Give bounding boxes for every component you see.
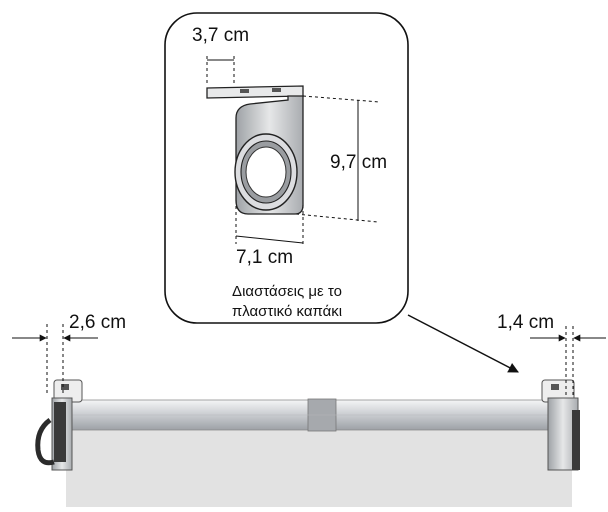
left-bracket — [35, 379, 83, 471]
label-right-offset: 1,4 cm — [497, 312, 555, 333]
dimension-9-7 — [295, 95, 381, 223]
label-bracket-height: 9,7 cm — [330, 152, 388, 173]
label-left-offset: 2,6 cm — [69, 312, 127, 333]
dimension-1-4 — [530, 326, 606, 396]
caption: Διαστάσεις με το πλαστικό καπάκι — [187, 282, 387, 321]
dimension-7-1 — [235, 200, 304, 244]
right-bracket — [541, 379, 580, 471]
dimension-3-7 — [206, 56, 235, 86]
caption-line-2: πλαστικό καπάκι — [231, 302, 343, 320]
caption-line-1: Διαστάσεις με το — [232, 283, 342, 300]
label-bracket-width: 3,7 cm — [192, 25, 250, 46]
dimension-2-6 — [12, 324, 98, 396]
pointer-arrow — [407, 314, 519, 373]
roller-tube — [61, 398, 563, 432]
label-bracket-depth: 7,1 cm — [236, 247, 294, 268]
